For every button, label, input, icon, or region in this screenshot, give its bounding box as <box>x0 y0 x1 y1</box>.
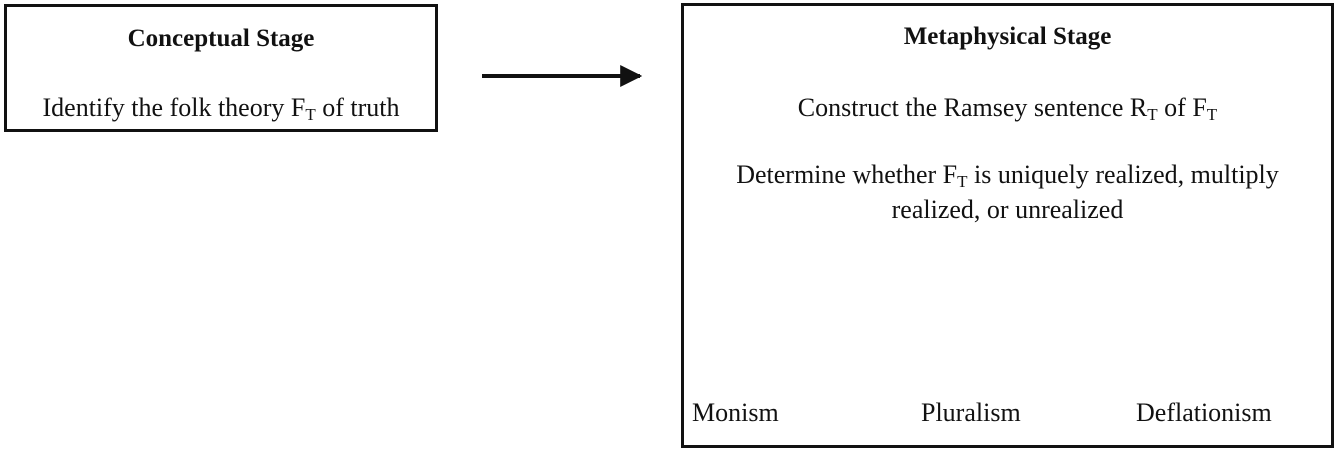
ramsey-step-subscript-1: T <box>1147 105 1158 124</box>
realization-step: Determine whether FT is uniquely realize… <box>684 158 1331 194</box>
conceptual-stage-box: Conceptual Stage Identify the folk theor… <box>4 4 438 132</box>
realization-step-prefix: Determine whether F <box>736 160 958 189</box>
outcome-monism: Monism <box>692 398 779 427</box>
conceptual-stage-description: Identify the folk theory FT of truth <box>7 91 435 127</box>
conceptual-line-prefix: Identify the folk theory F <box>42 93 306 122</box>
realization-step-suffix: is uniquely realized, multiply <box>967 160 1279 189</box>
ramsey-step-prefix: Construct the Ramsey sentence R <box>797 93 1148 122</box>
ramsey-step-subscript-2: T <box>1206 105 1218 124</box>
metaphysical-stage-title: Metaphysical Stage <box>903 23 1112 50</box>
conceptual-stage-title: Conceptual Stage <box>127 25 315 52</box>
ramsey-step-mid: of F <box>1157 93 1207 122</box>
outcome-pluralism: Pluralism <box>921 398 1021 427</box>
conceptual-line-subscript: T <box>305 105 316 124</box>
realization-step-line-2: realized, or unrealized <box>891 195 1124 224</box>
metaphysical-stage-box: Metaphysical Stage Construct the Ramsey … <box>681 3 1334 448</box>
outcome-deflationism: Deflationism <box>1136 398 1272 427</box>
realization-step-subscript: T <box>957 172 968 191</box>
conceptual-line-suffix: of truth <box>315 93 400 122</box>
ramsey-sentence-step: Construct the Ramsey sentence RT of FT <box>684 91 1331 127</box>
